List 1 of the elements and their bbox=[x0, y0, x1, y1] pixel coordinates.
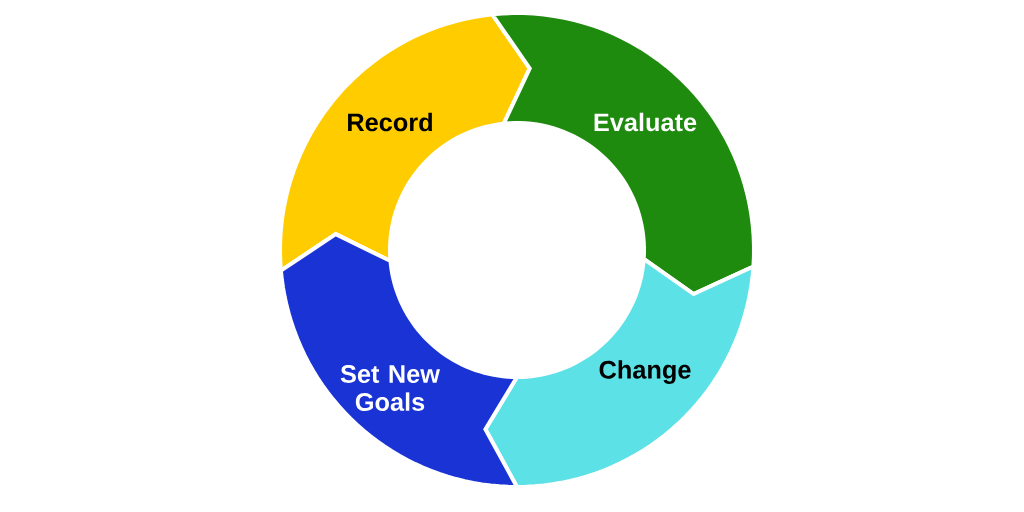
arrow-segment: Change bbox=[483, 255, 756, 490]
